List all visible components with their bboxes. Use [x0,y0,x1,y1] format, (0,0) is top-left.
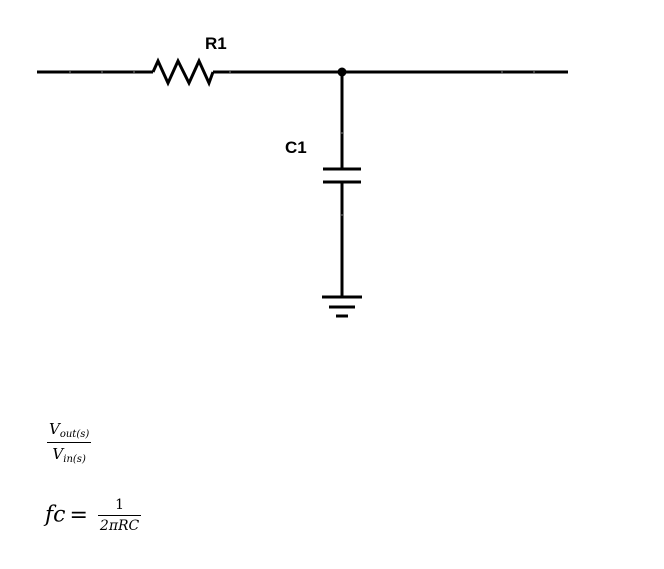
wire-tick [341,214,343,216]
fraction-bar [47,442,92,443]
wire-tick [229,71,231,73]
cutoff-numerator: 1 [115,497,125,513]
wire-tick [341,132,343,134]
wire-tick [501,71,503,73]
transfer-function-fraction: Vout(s) Vin(s) [47,420,92,465]
cutoff-denominator: 2πRC [99,518,140,534]
transfer-function-equation: Vout(s) Vin(s) [47,420,92,465]
wire-tick [101,71,103,73]
resistor-r1-label: R1 [205,34,227,53]
transfer-function-numerator: Vout(s) [49,420,90,440]
equals-sign: = [69,502,88,528]
cutoff-frequency-equation: fc= 1 2πRC [45,497,142,534]
cutoff-lhs: fc [45,502,66,528]
fraction-bar [97,515,142,516]
wire-tick [133,71,135,73]
cutoff-fraction: 1 2πRC [97,497,142,534]
wire-tick [69,71,71,73]
wire-tick [533,71,535,73]
junction-node [337,67,347,77]
capacitor-c1-label: C1 [285,138,307,157]
resistor-r1-symbol [151,57,215,87]
transfer-function-denominator: Vin(s) [52,445,86,465]
